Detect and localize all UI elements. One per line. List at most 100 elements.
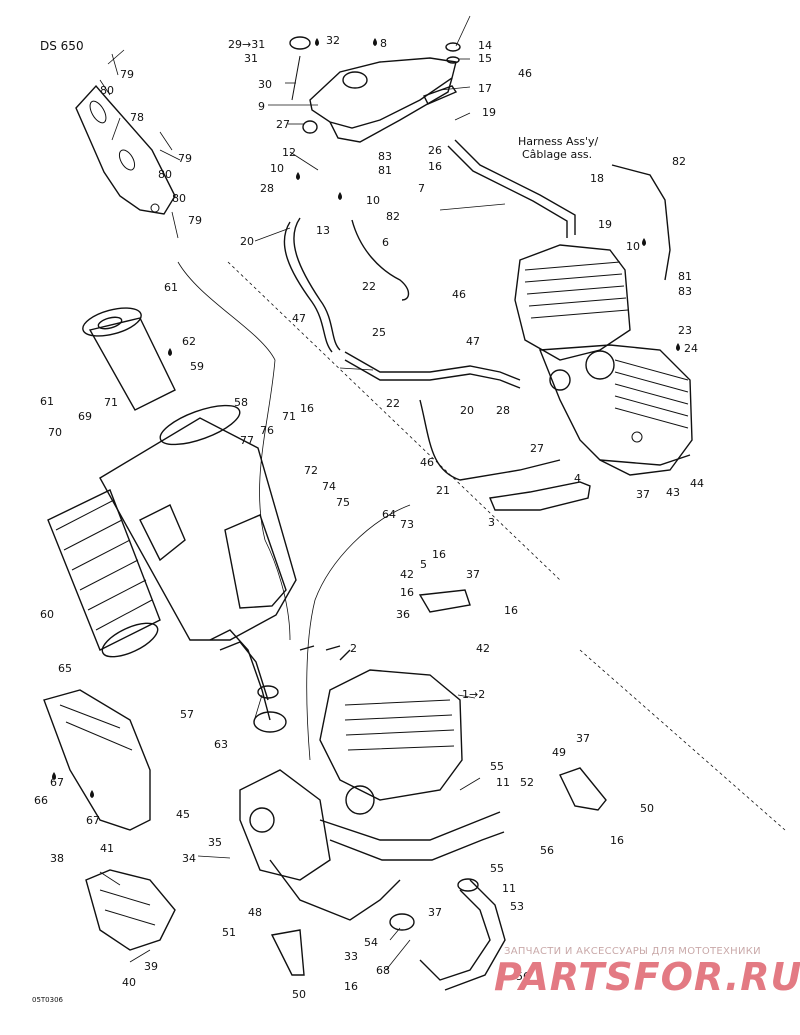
part-label: 24 (684, 342, 698, 355)
part-label: 71 (104, 396, 118, 409)
part-label: 28 (260, 182, 274, 195)
part-label: 37 (428, 906, 442, 919)
part-label: 64 (382, 508, 396, 521)
part-label: 52 (520, 776, 534, 789)
exhaust-pipes (209, 629, 506, 991)
droplet-icon (296, 172, 300, 180)
part-label: 2 (350, 642, 357, 655)
part-label: 55 (490, 760, 504, 773)
part-label: 44 (690, 477, 704, 490)
watermark-logo: PARTSFOR.RU (494, 955, 800, 999)
part-label: 34 (182, 852, 196, 865)
harness-callout: Harness Ass'y/ Câblage ass. (518, 135, 602, 161)
part-label: 15 (478, 52, 492, 65)
part-label: 72 (304, 464, 318, 477)
part-label: 42 (400, 568, 414, 581)
part-label: 80 (172, 192, 186, 205)
part-label: 58 (234, 396, 248, 409)
part-label: 21 (436, 484, 450, 497)
cylinder-head (299, 645, 463, 815)
heat-shield-upper (75, 49, 179, 239)
part-label: 69 (78, 410, 92, 423)
part-label: 16 (428, 160, 442, 173)
part-label: 47 (466, 335, 480, 348)
harness-line-2: Câblage ass. (522, 148, 592, 161)
drawing-code: 05T0306 (32, 996, 64, 1004)
part-label: 22 (386, 397, 400, 410)
droplet-icon (168, 348, 172, 356)
label-ref-1-2: 1→2 (462, 688, 485, 701)
assembly-curve-a (177, 261, 291, 641)
part-label: 41 (100, 842, 114, 855)
droplet-icons (52, 38, 680, 798)
part-label: 79 (120, 68, 134, 81)
part-label: 56 (516, 970, 530, 983)
droplet-icon (373, 38, 377, 46)
exhaust-silencer (47, 307, 297, 658)
part-label: 17 (478, 82, 492, 95)
label-ref-29-31: 29→31 (228, 38, 265, 51)
part-label: 53 (510, 900, 524, 913)
part-label: 10 (626, 240, 640, 253)
part-label: 11 (502, 882, 516, 895)
model-title: DS 650 (40, 39, 84, 53)
fuel-hoses (283, 139, 671, 481)
part-label: 27 (276, 118, 290, 131)
part-label: 10 (366, 194, 380, 207)
part-label: 16 (400, 586, 414, 599)
part-label: 56 (540, 844, 554, 857)
part-label: 9 (258, 100, 265, 113)
assembly-curve-b (306, 504, 411, 761)
part-label: 62 (182, 335, 196, 348)
part-label: 19 (482, 106, 496, 119)
part-labels: 29→31 31 32 8 30 9 27 14 15 46 17 19 79 … (34, 34, 704, 1001)
part-label: 3 (488, 516, 495, 529)
engine-block (489, 244, 693, 511)
part-label: 60 (40, 608, 54, 621)
part-label: 6 (382, 236, 389, 249)
part-label: 81 (378, 164, 392, 177)
part-label: 73 (400, 518, 414, 531)
part-label: 68 (376, 964, 390, 977)
watermark-tagline: ЗАПЧАСТИ И АКСЕССУАРЫ ДЛЯ МОТОТЕХНИКИ (504, 946, 761, 957)
part-label: 32 (326, 34, 340, 47)
leader-lines (99, 15, 506, 971)
part-label: 61 (40, 395, 54, 408)
part-label: 55 (490, 862, 504, 875)
part-label: 18 (590, 172, 604, 185)
part-label: 16 (432, 548, 446, 561)
harness-line-1: Harness Ass'y/ (518, 135, 599, 148)
assembly-line-a (227, 261, 561, 581)
part-label: 54 (364, 936, 378, 949)
part-label: 79 (178, 152, 192, 165)
part-label: 42 (476, 642, 490, 655)
droplet-icon (338, 192, 342, 200)
part-label: 16 (344, 980, 358, 993)
fuel-tank (289, 36, 461, 143)
part-label: 10 (270, 162, 284, 175)
heat-shield-lower (43, 689, 176, 951)
part-label: 40 (122, 976, 136, 989)
part-label: 23 (678, 324, 692, 337)
droplet-icon (642, 238, 646, 246)
part-label: 71 (282, 410, 296, 423)
droplet-icon (315, 38, 319, 46)
droplet-icon (90, 790, 94, 798)
part-label: 7 (418, 182, 425, 195)
part-label: 38 (50, 852, 64, 865)
part-label: 39 (144, 960, 158, 973)
part-label: 46 (452, 288, 466, 301)
part-label: 74 (322, 480, 336, 493)
part-label: 48 (248, 906, 262, 919)
part-label: 82 (386, 210, 400, 223)
part-label: 14 (478, 39, 492, 52)
part-label: 16 (300, 402, 314, 415)
part-label: 13 (316, 224, 330, 237)
part-label: 81 (678, 270, 692, 283)
part-label: 35 (208, 836, 222, 849)
part-label: 67 (50, 776, 64, 789)
part-label: 37 (576, 732, 590, 745)
part-label: 49 (552, 746, 566, 759)
part-label: 50 (640, 802, 654, 815)
